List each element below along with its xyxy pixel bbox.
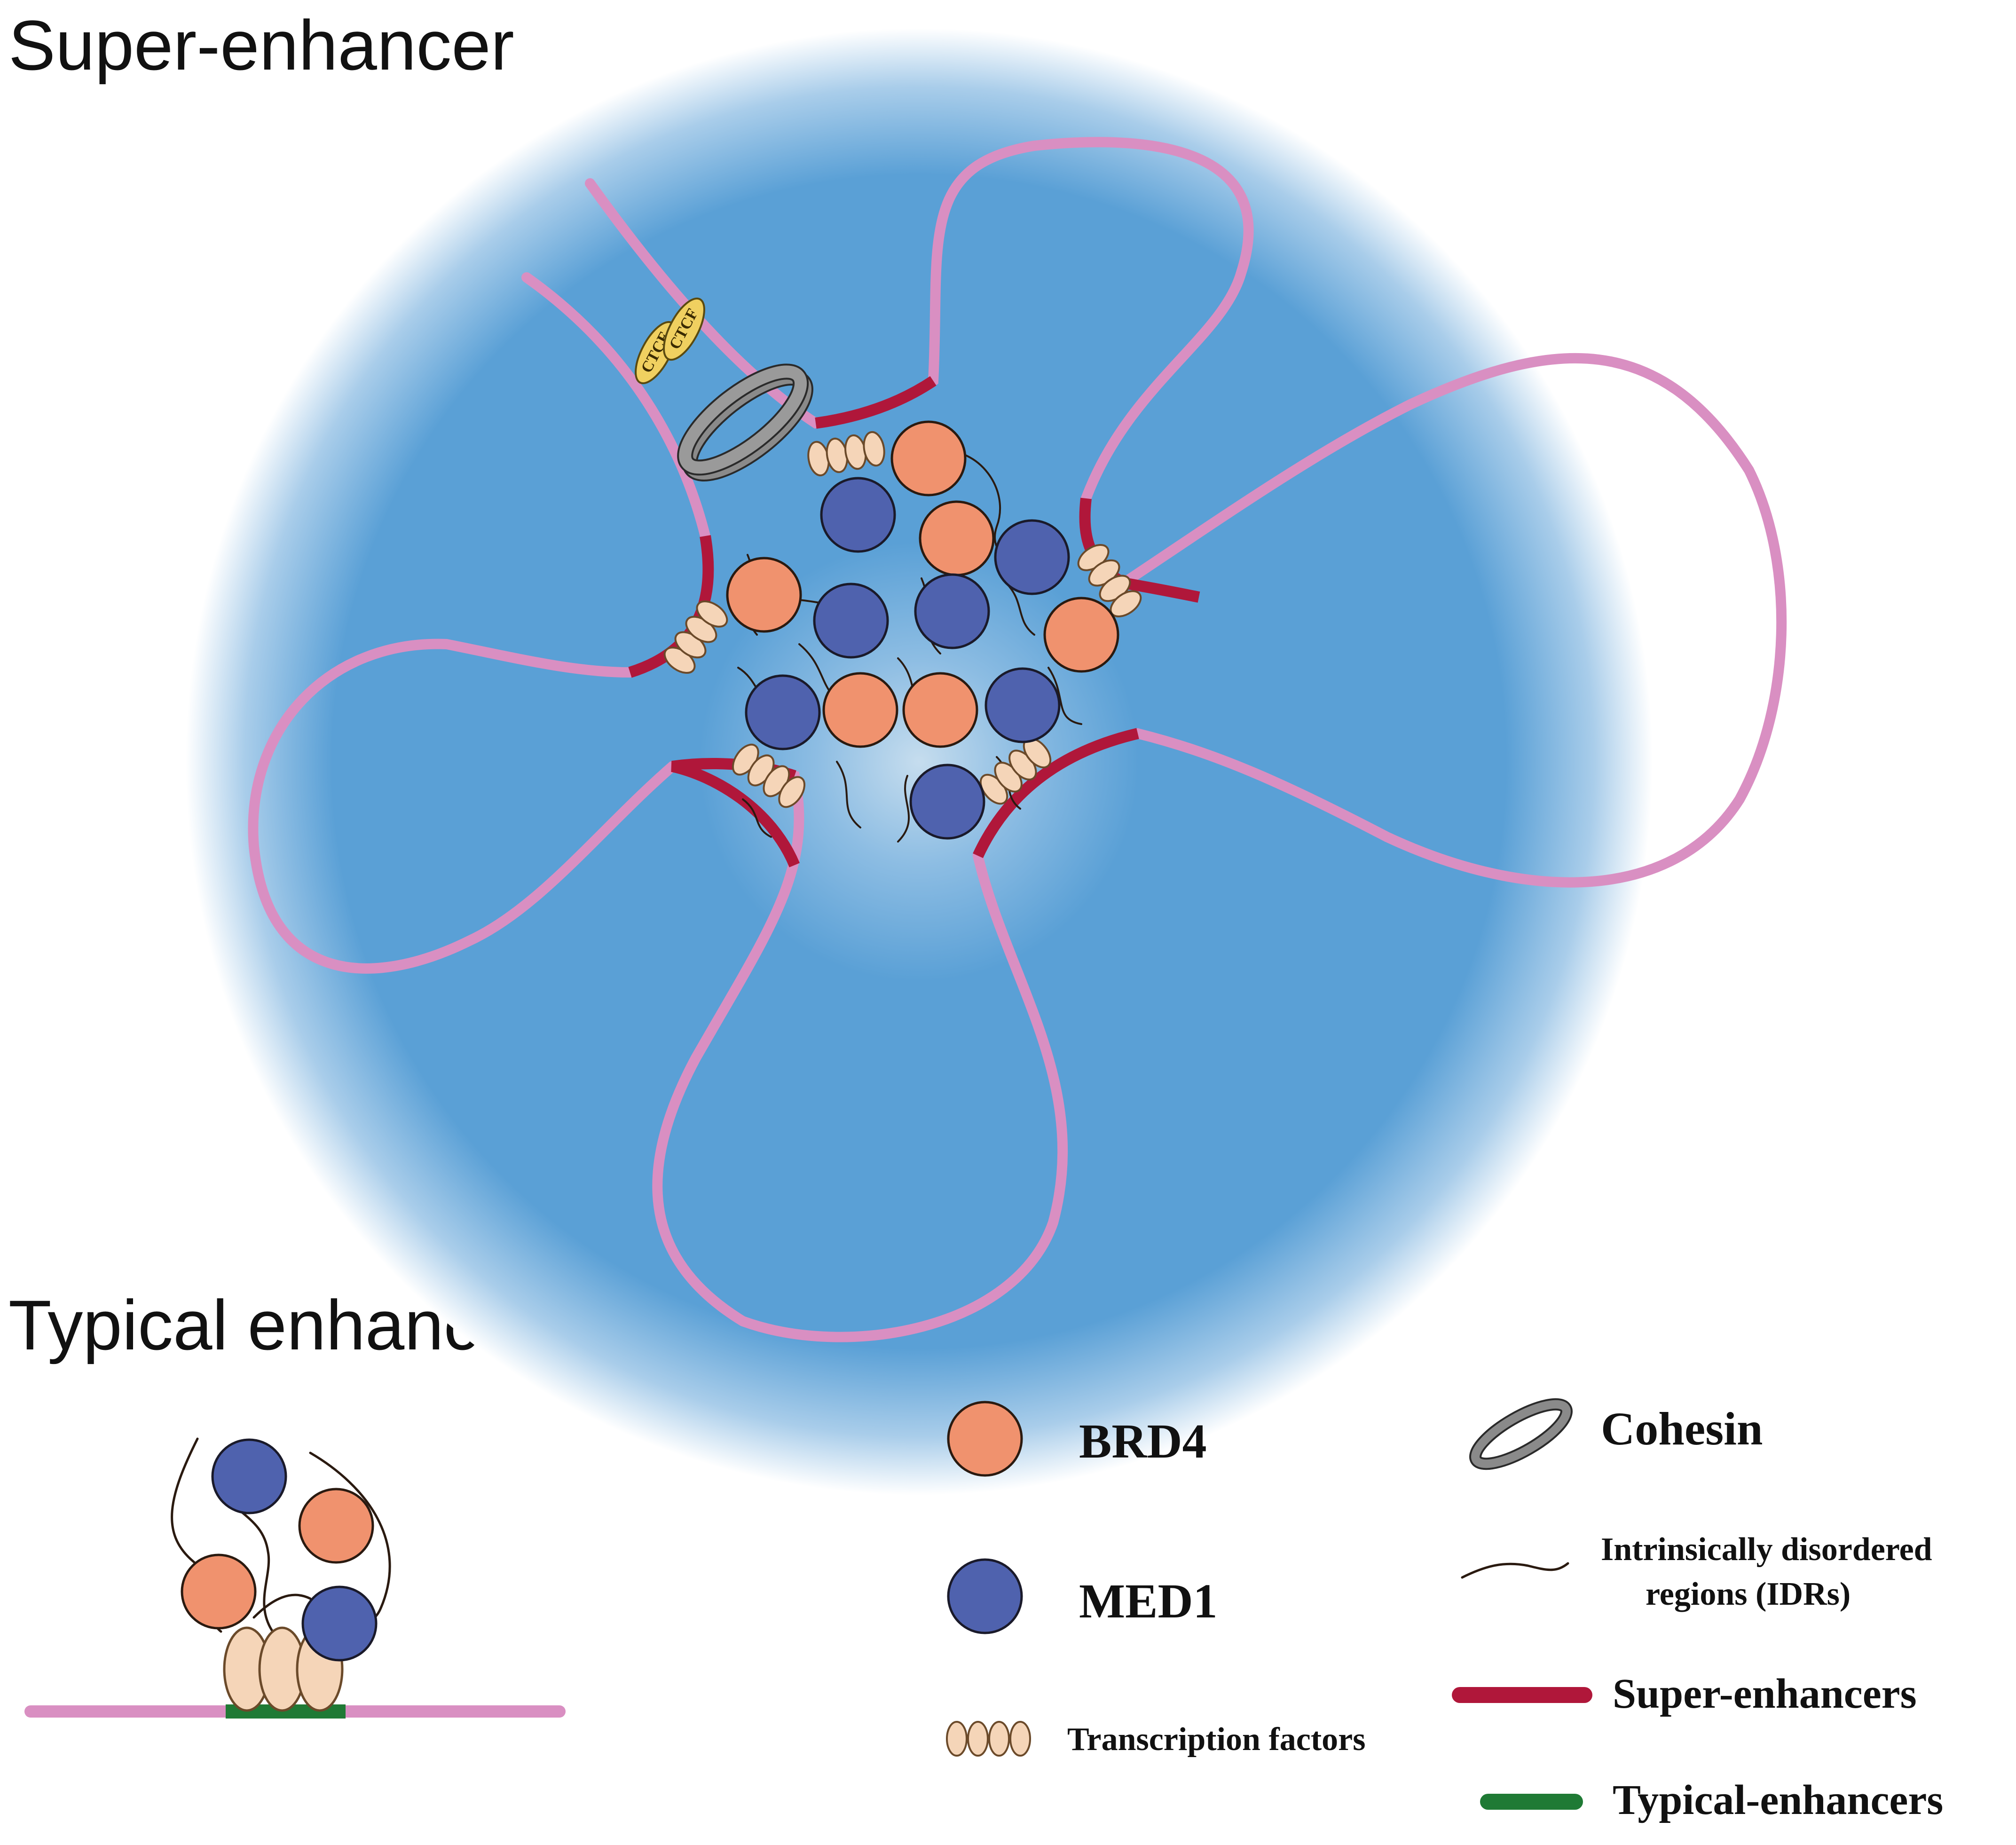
med1-ball (821, 478, 895, 552)
legend-idr-swatch (1461, 1562, 1569, 1579)
legend-brd4-swatch (948, 1402, 1022, 1475)
legend-tf-label: Transcription factors (1067, 1721, 1365, 1758)
med1-ball (213, 1440, 286, 1513)
legend-cohesin-label: Cohesin (1601, 1403, 1763, 1455)
legend: BRD4 MED1 Transcription factors Cohesin … (946, 1398, 1943, 1823)
med1-ball (995, 520, 1069, 594)
idr-hub-10 (897, 775, 910, 843)
legend-super-enhancer-label: Super-enhancers (1613, 1671, 1917, 1717)
legend-cohesin-swatch (1469, 1398, 1573, 1470)
cohesin-ring (677, 363, 813, 482)
med1-ball (986, 669, 1059, 742)
idr-hub-9 (836, 761, 861, 828)
idr-hub-7 (1047, 667, 1082, 725)
se-seg-top (815, 376, 937, 429)
brd4-ball (920, 502, 993, 575)
brd4-ball (1045, 598, 1118, 671)
med1-ball (911, 765, 984, 838)
idr-typical-4 (252, 1593, 312, 1619)
med1-ball (746, 676, 819, 749)
idr-hub-12 (742, 798, 772, 838)
brd4-ball (299, 1489, 373, 1562)
brd4-ball (182, 1555, 255, 1628)
med1-ball (814, 584, 888, 657)
brd4-ball (904, 673, 977, 747)
se-seg-lower-right (973, 728, 1139, 859)
legend-idr-label-1: Intrinsically disordered (1601, 1531, 1932, 1568)
legend-typical-enhancer-label: Typical-enhancers (1613, 1777, 1943, 1823)
med1-ball (915, 575, 989, 648)
brd4-ball (824, 673, 897, 747)
phase-condensate (186, 28, 1653, 1495)
legend-idr-label-2: regions (IDRs) (1646, 1576, 1851, 1612)
idr-hub-13 (1005, 582, 1035, 636)
legend-med1-swatch (948, 1560, 1022, 1633)
super-enhancer-title: Super-enhancer (8, 6, 514, 85)
legend-tf-swatch (946, 1721, 1031, 1757)
brd4-ball (892, 422, 965, 495)
typical-enhancer-panel (24, 1437, 566, 1719)
med1-ball (303, 1587, 376, 1660)
legend-med1-label: MED1 (1079, 1574, 1218, 1628)
legend-brd4-label: BRD4 (1079, 1414, 1207, 1468)
brd4-ball (727, 558, 801, 631)
